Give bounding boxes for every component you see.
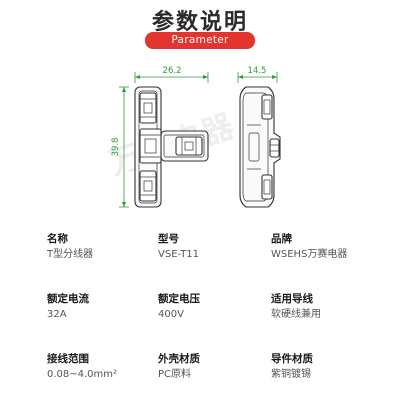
param-value: 32A [47,309,67,320]
subtitle-badge: Parameter [145,32,255,49]
param-label: 名称 [47,233,68,245]
param-conductor-material: 导件材质 紫铜镀锡 [271,352,391,382]
param-shell-material: 外壳材质 PC原料 [158,352,278,382]
front-view: 26.2 39.8 [111,66,209,208]
param-label: 外壳材质 [158,353,200,365]
param-label: 适用导线 [271,293,313,305]
page-title: 参数说明 [151,10,248,35]
param-rated-current: 额定电流 32A [47,292,167,322]
param-label: 导件材质 [271,353,313,365]
front-height-label: 39.8 [111,138,121,157]
front-width-label: 26.2 [163,66,182,76]
param-value: VSE-T11 [158,249,200,260]
side-width-label: 14.5 [248,66,267,76]
param-label: 额定电流 [47,293,89,305]
param-value: T型分线器 [47,249,94,260]
param-value: 紫铜镀锡 [271,369,311,380]
param-value: 0.08~4.0mm² [47,369,118,380]
param-brand: 品牌 WSEHS万赛电器 [271,232,391,262]
param-wiring-range: 接线范围 0.08~4.0mm² [47,352,167,382]
param-label: 品牌 [271,233,292,245]
param-model: 型号 VSE-T11 [158,232,278,262]
param-value: 400V [158,309,184,320]
param-label: 接线范围 [47,353,89,365]
param-label: 额定电压 [158,293,200,305]
technical-drawing: 万赛电器 26.2 39.8 [105,66,281,208]
side-view: 14.5 [237,66,281,208]
param-value: PC原料 [158,369,192,380]
param-value: 软硬线兼用 [271,309,321,320]
param-rated-voltage: 额定电压 400V [158,292,278,322]
param-applicable-wire: 适用导线 软硬线兼用 [271,292,391,322]
param-label: 型号 [158,233,179,245]
param-value: WSEHS万赛电器 [271,249,348,260]
param-name: 名称 T型分线器 [47,232,167,262]
